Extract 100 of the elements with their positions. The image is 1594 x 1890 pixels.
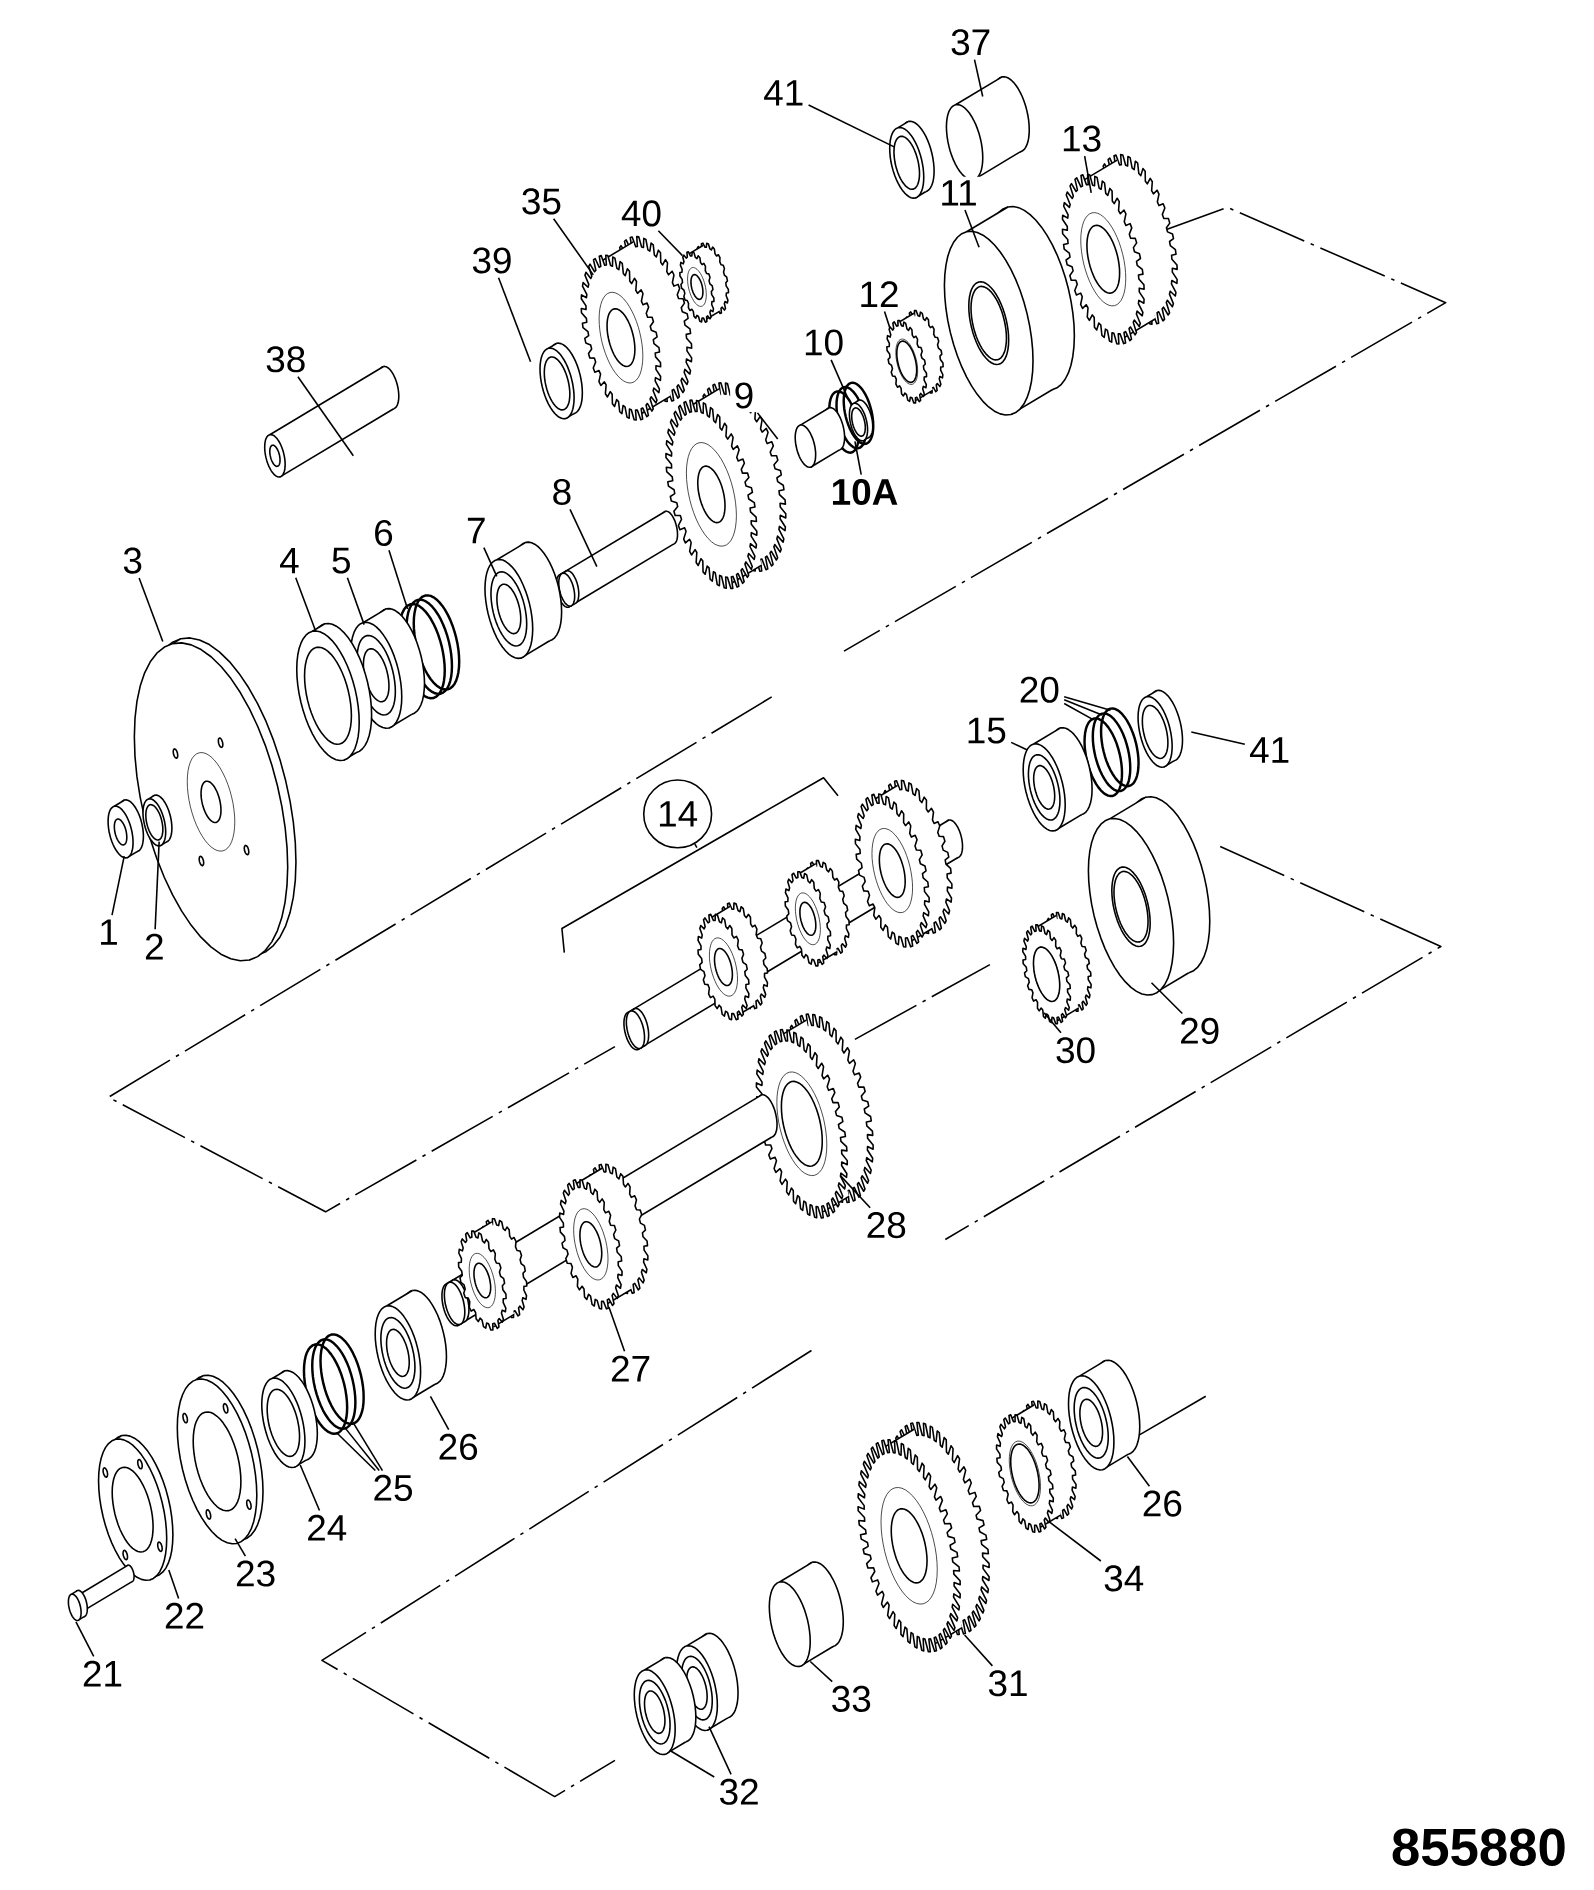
callout-number: 37 bbox=[946, 25, 995, 59]
gear bbox=[1061, 153, 1178, 345]
callout-number: 5 bbox=[327, 544, 356, 578]
leader-line bbox=[708, 1725, 732, 1776]
callout-number: 29 bbox=[1175, 1014, 1224, 1048]
callout-number: 30 bbox=[1051, 1033, 1100, 1067]
leader-line bbox=[111, 855, 125, 916]
callout-number: 22 bbox=[160, 1599, 209, 1633]
callout-number: 39 bbox=[467, 243, 516, 278]
callout-number: 35 bbox=[517, 184, 566, 218]
callout-number: 12 bbox=[854, 277, 904, 311]
plate bbox=[97, 1434, 174, 1582]
callout-number: 13 bbox=[1057, 122, 1106, 156]
callout-number: 24 bbox=[302, 1511, 351, 1545]
callout-number: 26 bbox=[434, 1430, 483, 1464]
spring-washer bbox=[319, 1333, 365, 1426]
leader-line bbox=[483, 546, 498, 578]
bearing bbox=[1022, 726, 1093, 832]
spring-washer bbox=[1099, 707, 1140, 788]
leader-line bbox=[497, 277, 532, 363]
callout-number: 40 bbox=[617, 196, 666, 230]
leader-line bbox=[1063, 702, 1095, 721]
bearing bbox=[633, 1656, 697, 1756]
callout-number: 34 bbox=[1099, 1561, 1148, 1595]
callout-number: 32 bbox=[715, 1775, 764, 1809]
leader-line bbox=[552, 217, 595, 276]
leader-line bbox=[75, 1621, 95, 1658]
gear bbox=[580, 235, 693, 421]
leader-line bbox=[608, 1306, 626, 1353]
leader-line bbox=[569, 508, 598, 568]
gear bbox=[679, 242, 730, 323]
callout-number: 25 bbox=[369, 1471, 418, 1505]
sleeve bbox=[768, 1561, 845, 1668]
leader-line bbox=[168, 1569, 180, 1600]
gear-shaft bbox=[441, 1093, 778, 1331]
leader-line bbox=[963, 1634, 994, 1667]
callout-number: 3 bbox=[118, 544, 147, 578]
callout-number: 31 bbox=[983, 1666, 1033, 1700]
leader-line bbox=[1010, 741, 1029, 751]
washer bbox=[142, 794, 173, 847]
leader-line bbox=[1083, 155, 1092, 194]
leader-line bbox=[809, 1660, 833, 1683]
bolt bbox=[67, 1564, 135, 1622]
spring-washer bbox=[311, 1338, 357, 1431]
leader-line bbox=[346, 577, 365, 626]
leader-line bbox=[335, 1431, 377, 1472]
spring-washer bbox=[1091, 712, 1132, 793]
leader-line bbox=[854, 440, 862, 476]
callout-number: 10 bbox=[799, 325, 848, 360]
leader-line bbox=[964, 209, 980, 248]
callout-number: 4 bbox=[275, 544, 304, 577]
hub bbox=[943, 205, 1076, 416]
circled-callout-number: 14 bbox=[642, 779, 713, 849]
callout-number: 33 bbox=[827, 1682, 876, 1716]
leader-line bbox=[154, 840, 160, 931]
callout-number: 15 bbox=[962, 714, 1011, 748]
drawing-number: 855880 bbox=[1392, 1828, 1565, 1866]
callout-number: 27 bbox=[606, 1352, 655, 1385]
callout-number: 8 bbox=[548, 475, 576, 509]
callout-number: 11 bbox=[935, 176, 982, 210]
leader-line bbox=[807, 104, 896, 148]
callout-number: 21 bbox=[78, 1657, 127, 1690]
bearing bbox=[1067, 1359, 1141, 1471]
callout-number: 6 bbox=[369, 516, 398, 550]
leader-line bbox=[883, 310, 891, 329]
leader-line bbox=[830, 359, 849, 399]
leader-line bbox=[1126, 1455, 1151, 1487]
callout-number: 7 bbox=[462, 514, 491, 547]
leader-line bbox=[1190, 731, 1246, 746]
leader-line bbox=[756, 412, 779, 440]
bearing bbox=[374, 1289, 448, 1401]
callout-number: 1 bbox=[94, 915, 123, 949]
washer bbox=[1137, 689, 1184, 768]
callout-number: 26 bbox=[1138, 1487, 1187, 1521]
nut bbox=[107, 799, 145, 859]
leader-line bbox=[657, 230, 684, 257]
leader-line bbox=[299, 1464, 321, 1512]
leader-line bbox=[344, 1426, 380, 1472]
leader-line bbox=[1043, 1012, 1062, 1034]
leader-line bbox=[297, 375, 355, 457]
washer bbox=[848, 399, 874, 442]
leader-line bbox=[973, 58, 984, 98]
spring-washer bbox=[1083, 717, 1124, 798]
washer bbox=[539, 342, 584, 420]
washer bbox=[295, 622, 373, 762]
bearing bbox=[484, 541, 563, 660]
callout-number: 41 bbox=[1245, 733, 1294, 767]
gear bbox=[857, 1421, 990, 1653]
callout-number: 38 bbox=[261, 342, 310, 376]
gear bbox=[995, 1400, 1077, 1533]
leader-line bbox=[1063, 696, 1112, 711]
callout-number: 41 bbox=[759, 76, 808, 110]
gear bbox=[886, 309, 944, 404]
leader-line bbox=[429, 1395, 450, 1431]
leader-line bbox=[839, 1174, 871, 1209]
leader-line bbox=[1063, 698, 1103, 716]
gear bbox=[1021, 911, 1092, 1025]
leader-line bbox=[294, 576, 317, 633]
callout-number: 10A bbox=[827, 475, 902, 509]
washer bbox=[260, 1369, 319, 1469]
